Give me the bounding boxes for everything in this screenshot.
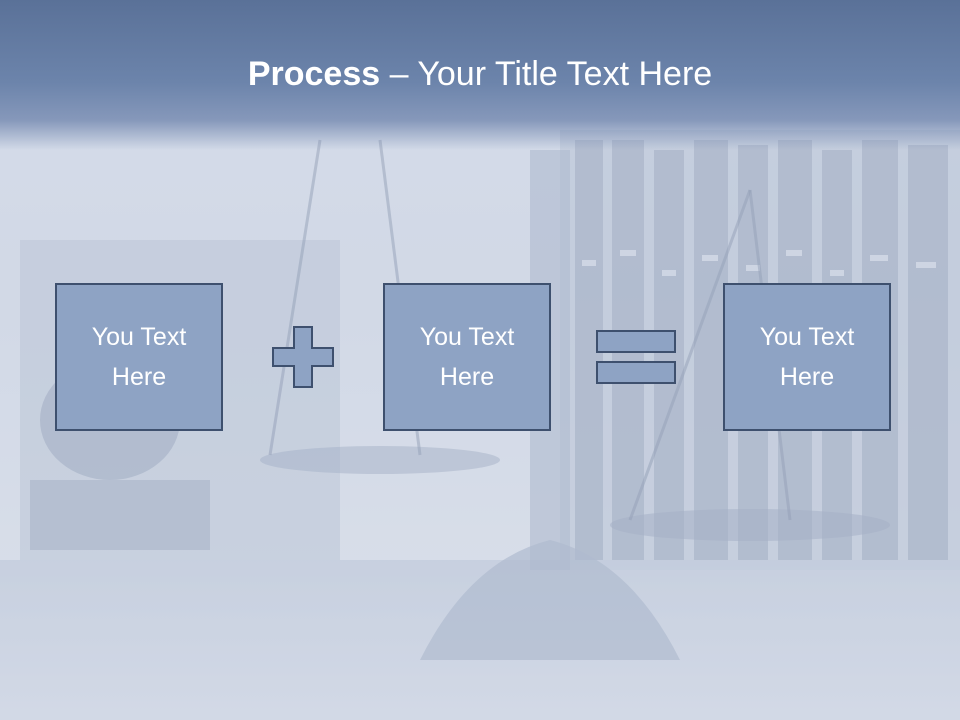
title-bold-text: Process bbox=[247, 55, 381, 93]
process-box-3[interactable]: You Text Here bbox=[723, 283, 891, 431]
slide-title[interactable]: Process – Your Title Text Here bbox=[0, 52, 960, 96]
title-rest-text: – Your Title Text Here bbox=[380, 55, 713, 93]
process-box-2[interactable]: You Text Here bbox=[383, 283, 551, 431]
plus-icon bbox=[272, 326, 334, 388]
process-box-2-text: You Text Here bbox=[419, 323, 515, 391]
equals-icon bbox=[596, 330, 676, 384]
process-box-1-text: You Text Here bbox=[91, 323, 187, 391]
header-band bbox=[0, 0, 960, 150]
process-box-1[interactable]: You Text Here bbox=[55, 283, 223, 431]
process-box-3-text: You Text Here bbox=[759, 323, 855, 391]
